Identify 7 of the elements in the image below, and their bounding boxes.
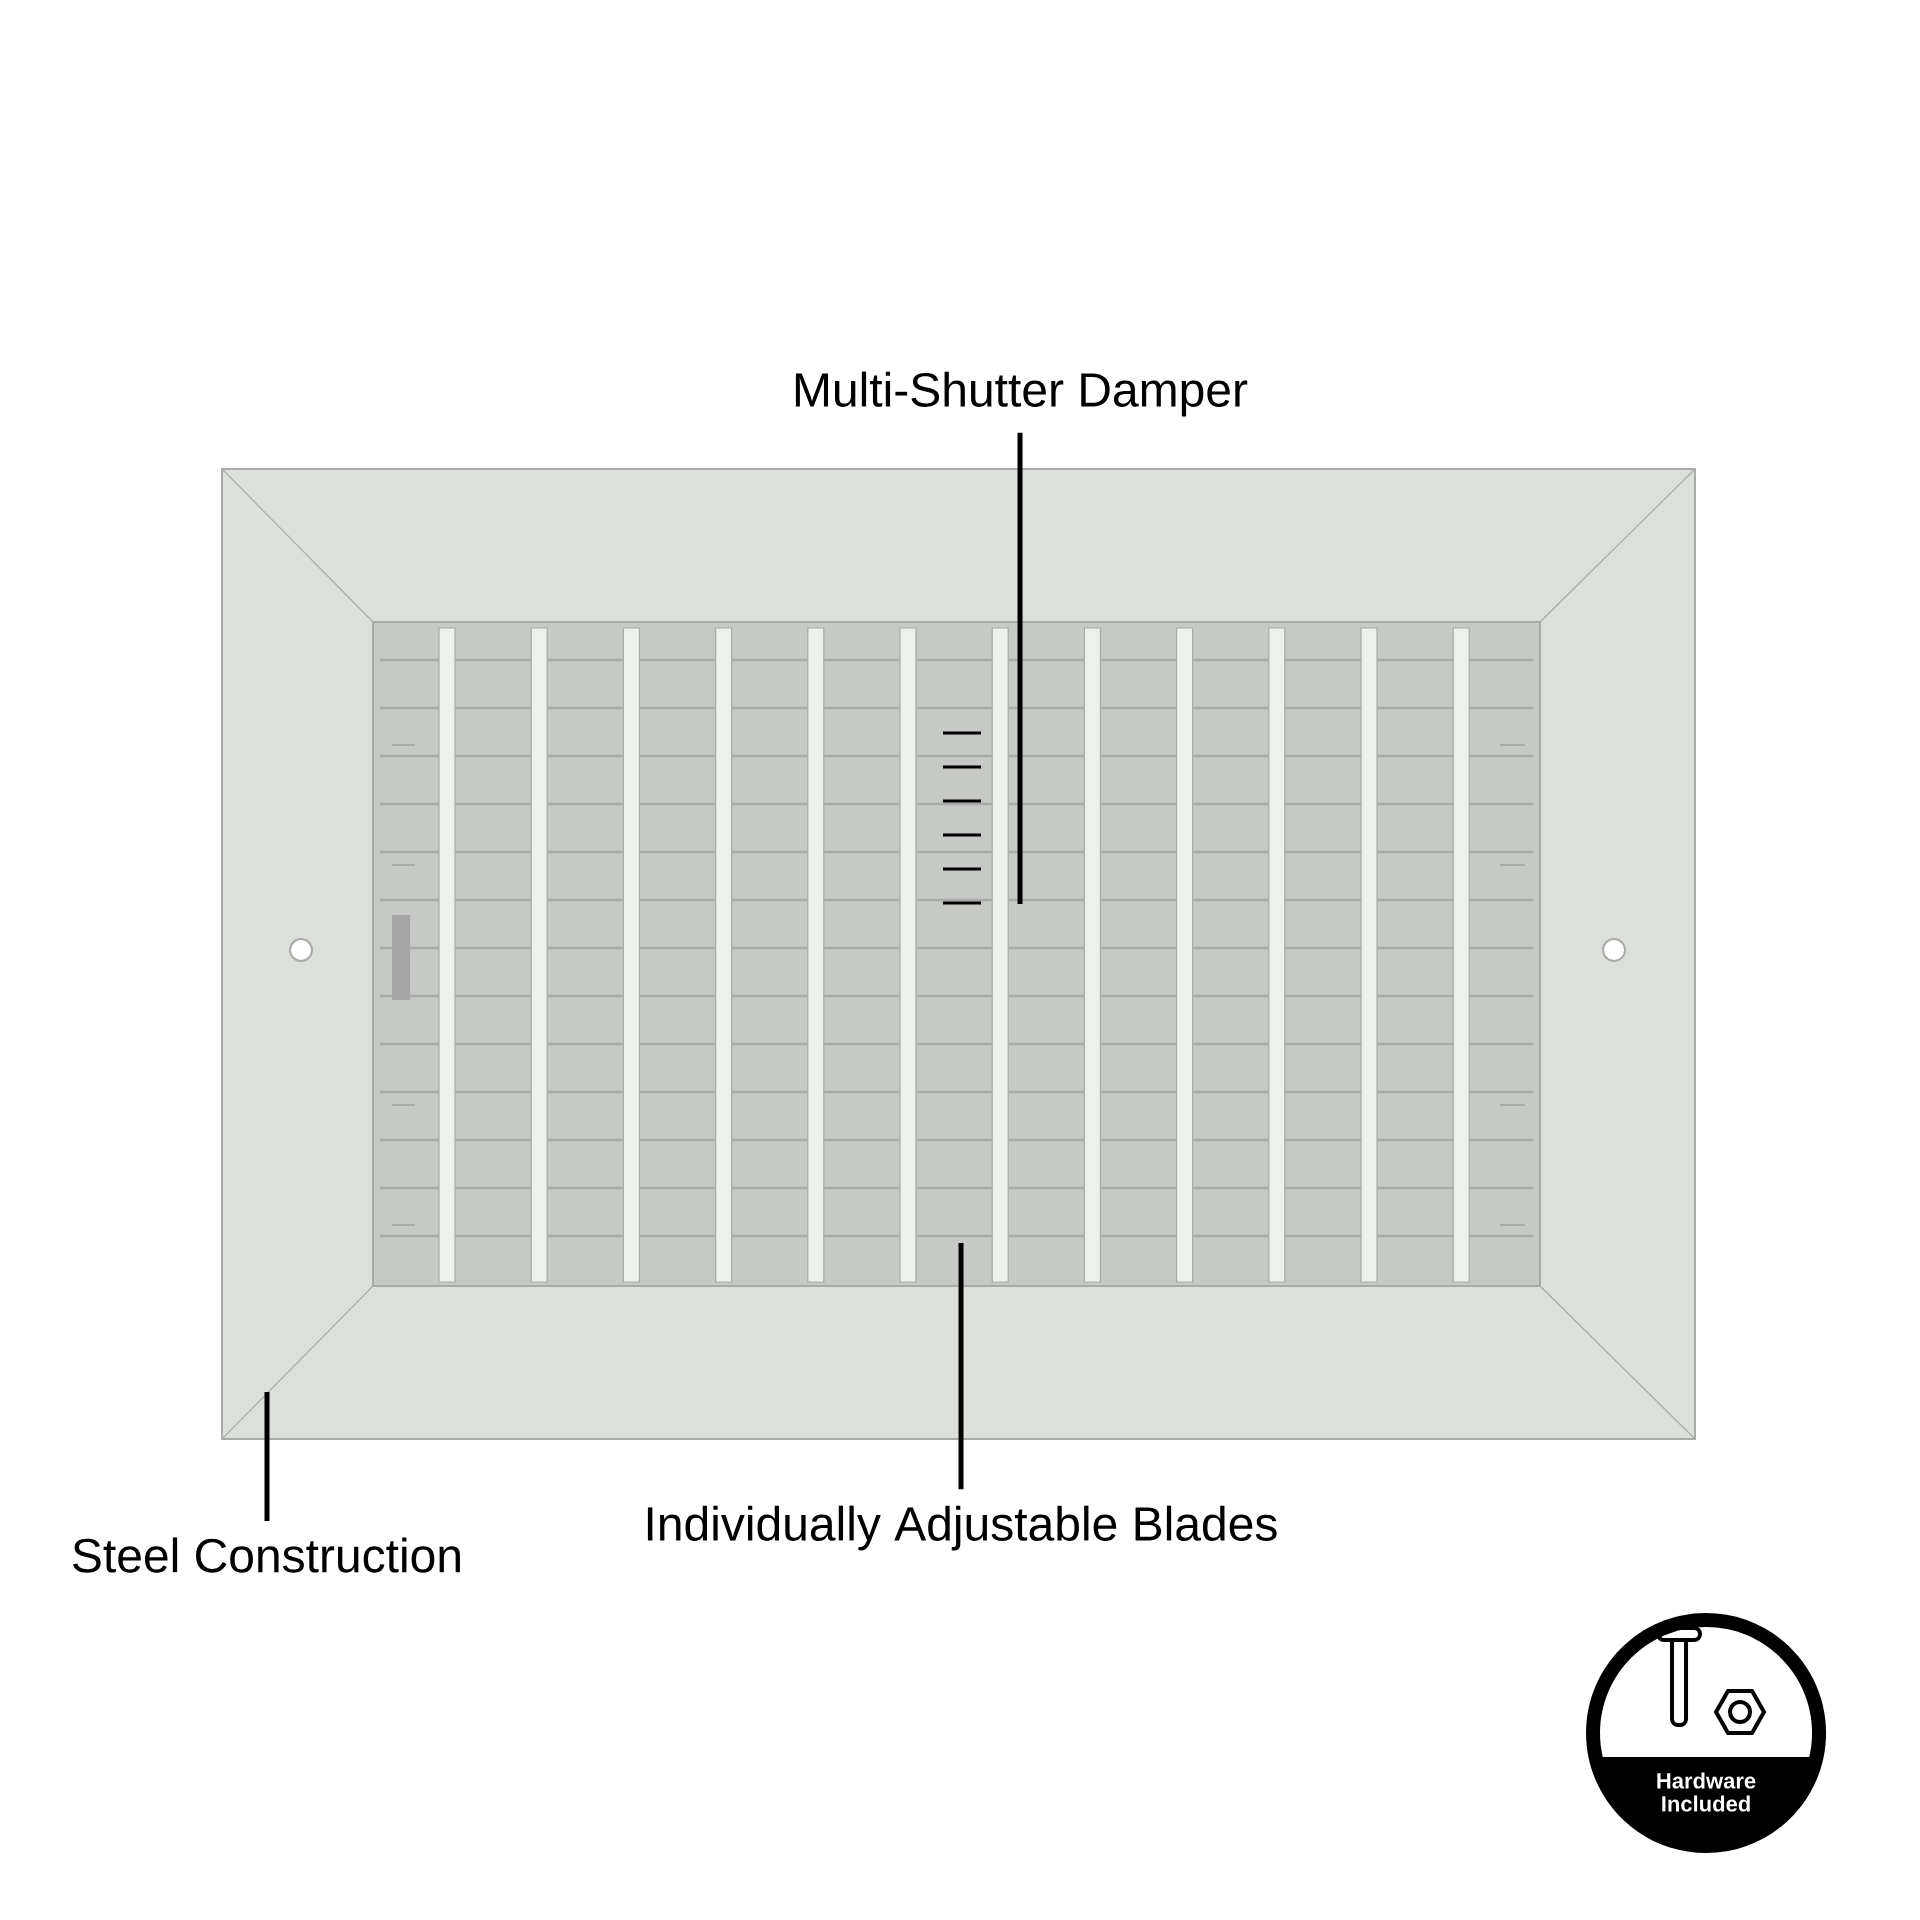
leader-line [1017,432,1023,904]
callout-text: Multi-Shutter Damper [795,371,1248,417]
callout-text: Steel Construction [73,1537,460,1573]
callout-text: Individually Adjustable Blades [647,1505,1277,1551]
badge: Hardware Included [1586,1613,1827,1853]
leader-line [264,1392,270,1521]
leader-line [958,1243,964,1490]
